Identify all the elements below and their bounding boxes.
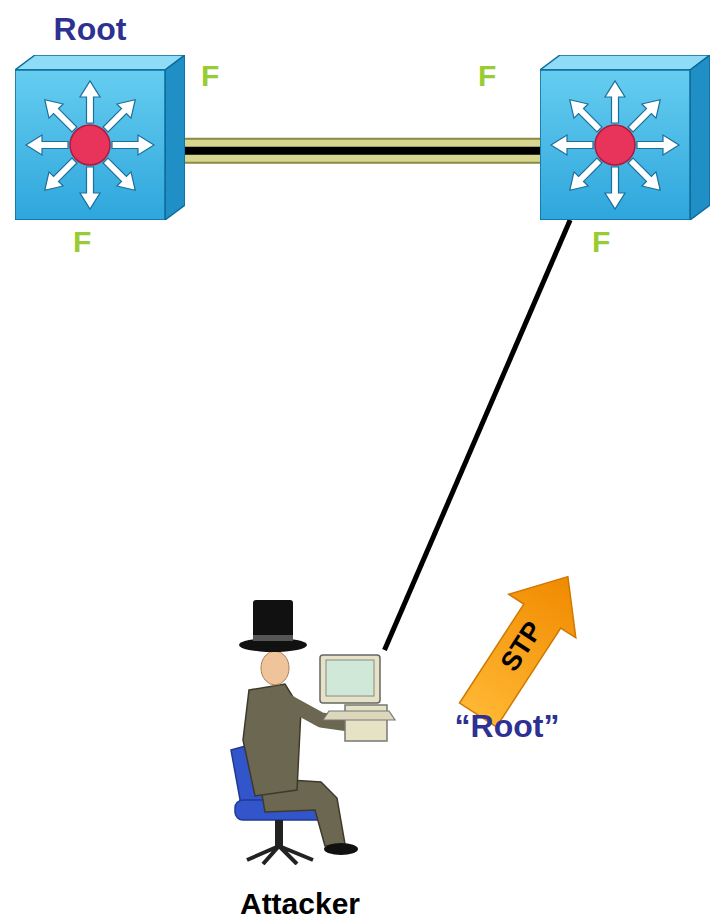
root-switch-graphic — [15, 55, 185, 220]
attacker-label: Attacker — [200, 887, 400, 922]
port-state: F — [478, 59, 514, 94]
spoofed-root-label: “Root” — [427, 708, 587, 745]
trunk-link-stroke — [185, 147, 540, 155]
port-state: F — [592, 225, 628, 260]
access-switch-icon — [540, 55, 710, 220]
root-bridge-label: Root — [15, 11, 165, 48]
trunk-link — [185, 150, 540, 151]
attacker-host-graphic — [231, 600, 395, 864]
attacker-host-icon — [225, 590, 405, 865]
trunk-link-stroke — [185, 140, 540, 162]
port-state: F — [201, 59, 237, 94]
port-state: F — [73, 225, 109, 260]
access-switch: FF — [540, 55, 710, 220]
access-switch-graphic — [540, 55, 710, 220]
protocol-label: STP — [476, 588, 567, 706]
root-switch: RootFF — [15, 55, 185, 220]
trunk-link-stroke — [185, 138, 540, 164]
connector-layer — [185, 151, 570, 650]
root-switch-icon — [15, 55, 185, 220]
attacker-host: Attacker — [225, 650, 405, 865]
